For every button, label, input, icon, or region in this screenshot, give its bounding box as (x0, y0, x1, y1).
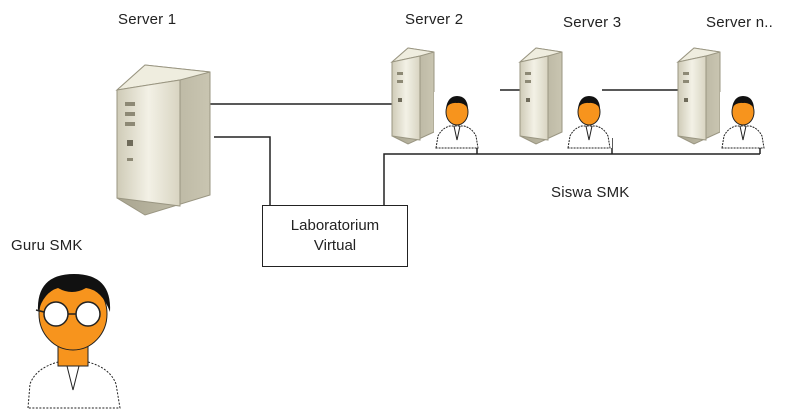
teacher-label: Guru SMK (11, 237, 83, 254)
student-icon-n (720, 92, 766, 149)
server-2-icon (390, 47, 435, 145)
line-server1-lab (214, 136, 271, 205)
server-2-label: Server 2 (405, 11, 464, 28)
line-lab-student-bus (383, 153, 760, 205)
virtual-lab-line1: Laboratorium (290, 217, 380, 234)
student-icon-1 (434, 92, 480, 149)
students-label: Siswa SMK (551, 184, 630, 201)
virtual-lab-line2: Virtual (313, 237, 357, 254)
connection-lines (207, 89, 761, 205)
server-n-icon (676, 47, 721, 145)
server-3-label: Server 3 (563, 14, 622, 31)
server-3-icon (518, 47, 563, 145)
student-icon-2 (566, 92, 612, 149)
server-1-icon (115, 64, 211, 216)
teacher-icon (27, 274, 121, 409)
server-1-label: Server 1 (118, 11, 177, 28)
virtual-lab-box: Laboratorium Virtual (262, 205, 408, 267)
server-n-label: Server n.. (706, 14, 774, 31)
